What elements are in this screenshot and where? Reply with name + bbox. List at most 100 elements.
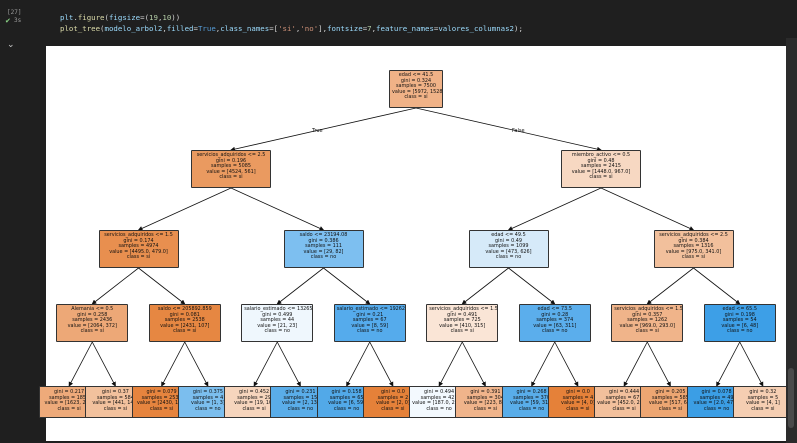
output-scrollbar[interactable] [786, 38, 797, 443]
collapse-output-chevron-icon[interactable]: ⌄ [7, 40, 15, 50]
code-token: class_names [220, 24, 270, 33]
tree-node-line: gini = 0.0 [565, 389, 590, 395]
tree-node-line: gini = 0.28 [541, 311, 569, 318]
tree-node-line: samples = 44 [260, 317, 295, 324]
code-token: 'si' [278, 24, 296, 33]
tree-node-line: value = [4524, 561] [206, 168, 256, 175]
tree-edge [276, 267, 324, 305]
code-token: = [193, 24, 198, 33]
tree-node-line: samples = 7500 [396, 83, 436, 90]
code-token: plot_tree [60, 24, 101, 33]
tree-node-line: edad <= 49.5 [491, 232, 526, 238]
cell-gutter: [27] ✔ 3s ⌄ [0, 0, 38, 443]
code-token: ( [100, 24, 105, 33]
tree-node-line: samples = 4 [562, 394, 594, 401]
tree-node-line: class = no [287, 405, 314, 412]
tree-node-line: value = [452.0, 225.0] [597, 400, 653, 407]
tree-node: salario_estimado <= 192625.797gini = 0.2… [333, 304, 406, 342]
tree-node-line: class = no [195, 405, 221, 412]
tree-edge [693, 267, 741, 305]
tree-node-line: miembro_activo <= 0.5 [571, 152, 631, 158]
tree-node-line: class = si [57, 405, 81, 412]
tree-node-line: value = [21, 23] [257, 322, 298, 329]
tree-node-line: value = [1448.0, 967.0] [571, 168, 631, 175]
tree-node-line: class = si [566, 405, 590, 412]
tree-node-line: samples = 54 [722, 317, 757, 324]
code-token: 'no' [300, 24, 319, 33]
tree-edge [68, 341, 93, 387]
tree-node-line: class = si [219, 174, 243, 181]
tree-node-line: value = [63, 311] [533, 322, 577, 329]
tree-node: salario_estimado <= 132655.484gini = 0.4… [241, 304, 314, 342]
tree-node-line: edad <= 41.5 [398, 72, 434, 78]
tree-node-line: value = [2, 13] [281, 400, 319, 407]
tree-edge [461, 341, 486, 387]
tree-node-line: class = si [658, 405, 683, 412]
tree-node-line: class = si [149, 405, 174, 412]
tree-node-line: samples = 5 [747, 394, 779, 401]
tree-node-line: samples = 5085 [211, 163, 251, 170]
tree-node-line: gini = 0.384 [678, 237, 709, 244]
tree-node-line: gini = 0.205 [655, 389, 686, 395]
tree-node-line: gini = 0.079 [146, 389, 177, 395]
tree-edge [623, 341, 648, 387]
tree-node-line: value = [4, 0] [561, 400, 595, 407]
tree-node-line: class = si [681, 254, 706, 261]
tree-node-line: gini = 0.268 [516, 389, 547, 395]
tree-node-line: value = [2.0, 47.0] [693, 400, 740, 407]
code-token: , [157, 13, 163, 22]
tree-node-line: value = [1623, 229] [44, 400, 94, 407]
scrollbar-thumb[interactable] [788, 368, 794, 428]
tree-node-line: samples = 1852 [49, 394, 90, 401]
tree-node-line: edad <= 65.5 [722, 306, 757, 312]
tree-node-line: value = [441, 143] [92, 400, 139, 407]
tree-edge [646, 267, 694, 305]
code-token: figure [77, 13, 105, 22]
code-token: ], [318, 24, 328, 33]
code-token: filled [166, 24, 194, 33]
code-cell-editor[interactable]: plt.figure(figsize=(19,10)) plot_tree(mo… [38, 6, 797, 38]
tree-node-line: class = si [612, 405, 636, 412]
code-token: modelo_arbol2 [104, 24, 163, 33]
tree-node-line: class = si [635, 328, 659, 335]
tree-node-line: value = [8, 59] [351, 322, 389, 329]
tree-edge [508, 267, 556, 305]
tree-edge [161, 341, 186, 387]
tree-node-line: gini = 0.198 [724, 311, 755, 318]
tree-node-line: samples = 585 [651, 394, 689, 401]
tree-node-line: value = [969.0, 293.0] [619, 322, 676, 329]
tree-node-line: saldo <= 205892.859 [157, 306, 212, 312]
tree-node-line: value = [2430, 104] [136, 400, 187, 407]
tree-node-line: gini = 0.49 [494, 237, 523, 244]
tree-node-line: gini = 0.375 [192, 389, 223, 395]
tree-edge [230, 187, 325, 231]
branch-label-true: True [312, 128, 323, 134]
tree-node-line: samples = 65 [329, 394, 364, 401]
tree-edge [138, 267, 186, 305]
execution-count: [27] [7, 9, 22, 16]
tree-node-line: servicios_adquiridos <= 2.5 [659, 232, 728, 238]
code-token: figsize [108, 13, 141, 22]
tree-node-line: class = si [173, 328, 197, 335]
tree-edge [716, 341, 741, 387]
tree-node-line: class = no [542, 328, 568, 335]
tree-node-line: samples = 584 [96, 394, 134, 401]
tree-edge [531, 341, 556, 387]
tree-node-line: samples = 374 [536, 317, 574, 324]
tree-edge [346, 341, 371, 387]
tree-node-line: class = si [103, 405, 128, 412]
tree-edge [137, 187, 232, 231]
tree-node-line: gini = 0.217 [54, 389, 85, 395]
tree-edge [554, 341, 579, 387]
code-line-2: plot_tree(modelo_arbol2,filled=True,clas… [60, 23, 523, 34]
tree-node-line: salario_estimado <= 192625.797 [336, 306, 406, 312]
tree-node-line: class = no [333, 405, 360, 412]
tree-edges [68, 107, 764, 387]
code-token: 7 [367, 24, 372, 33]
